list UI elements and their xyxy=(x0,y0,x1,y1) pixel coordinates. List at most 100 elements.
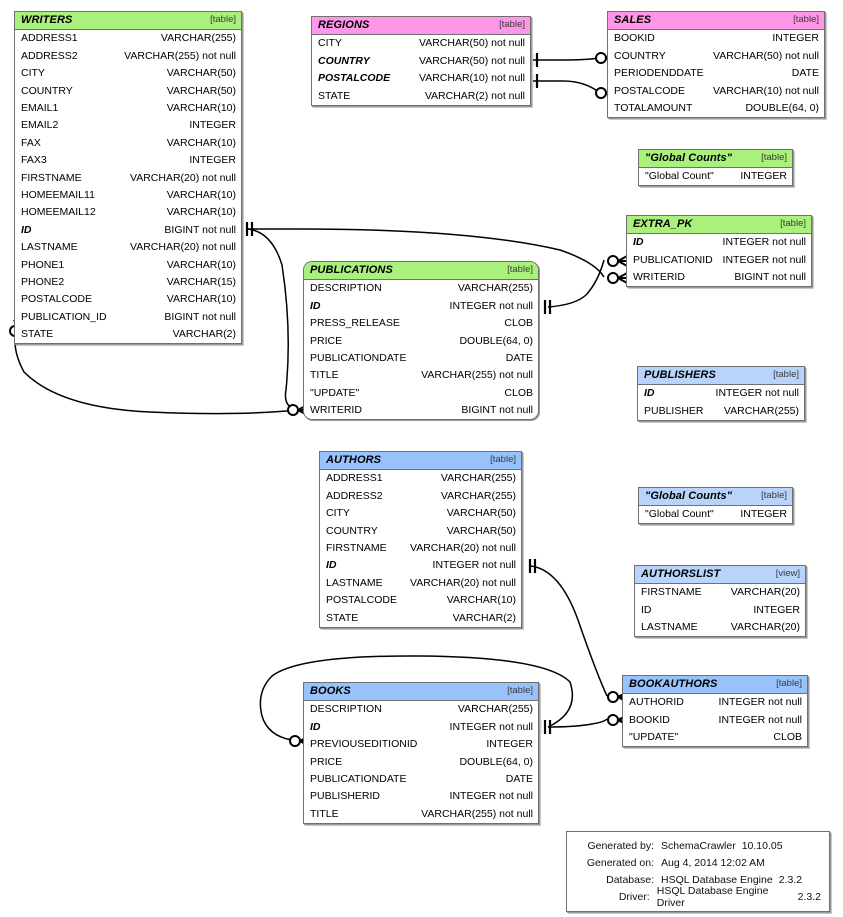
table-column-row[interactable]: "Global Count"INTEGER xyxy=(639,506,792,523)
table-header-sales[interactable]: SALES[table] xyxy=(608,12,824,30)
column-type: VARCHAR(50) xyxy=(166,84,236,97)
table-header-global-counts-green[interactable]: "Global Counts"[table] xyxy=(639,150,792,168)
table-column-row[interactable]: "Global Count"INTEGER xyxy=(639,168,792,185)
table-header-bookauthors[interactable]: BOOKAUTHORS[table] xyxy=(623,676,807,694)
table-header-authors[interactable]: AUTHORS[table] xyxy=(320,452,521,470)
table-header-extra-pk[interactable]: EXTRA_PK[table] xyxy=(627,216,811,234)
table-header-publications[interactable]: PUBLICATIONS[table] xyxy=(304,262,538,280)
table-column-row[interactable]: "UPDATE"CLOB xyxy=(304,384,538,401)
table-node-global-counts-blue[interactable]: "Global Counts"[table]"Global Count"INTE… xyxy=(638,487,793,525)
table-column-row[interactable]: "UPDATE"CLOB xyxy=(623,729,807,746)
table-header-global-counts-blue[interactable]: "Global Counts"[table] xyxy=(639,488,792,506)
table-header-books[interactable]: BOOKS[table] xyxy=(304,683,538,701)
table-title: "Global Counts" xyxy=(645,489,733,502)
table-node-global-counts-green[interactable]: "Global Counts"[table]"Global Count"INTE… xyxy=(638,149,793,187)
table-header-regions[interactable]: REGIONS[table] xyxy=(312,17,530,35)
table-header-writers[interactable]: WRITERS[table] xyxy=(15,12,241,30)
column-name: ID xyxy=(326,559,337,572)
column-type: BIGINT not null xyxy=(734,271,806,284)
column-name: CITY xyxy=(326,507,350,520)
table-header-publishers[interactable]: PUBLISHERS[table] xyxy=(638,367,804,385)
column-name: POSTALCODE xyxy=(326,594,397,607)
column-type: CLOB xyxy=(504,317,533,330)
column-name: BOOKID xyxy=(629,713,670,726)
table-title: BOOKS xyxy=(310,684,351,697)
table-header-authorslist[interactable]: AUTHORSLIST[view] xyxy=(635,566,805,584)
column-type: VARCHAR(2) xyxy=(172,328,236,341)
table-title: EXTRA_PK xyxy=(633,217,693,230)
